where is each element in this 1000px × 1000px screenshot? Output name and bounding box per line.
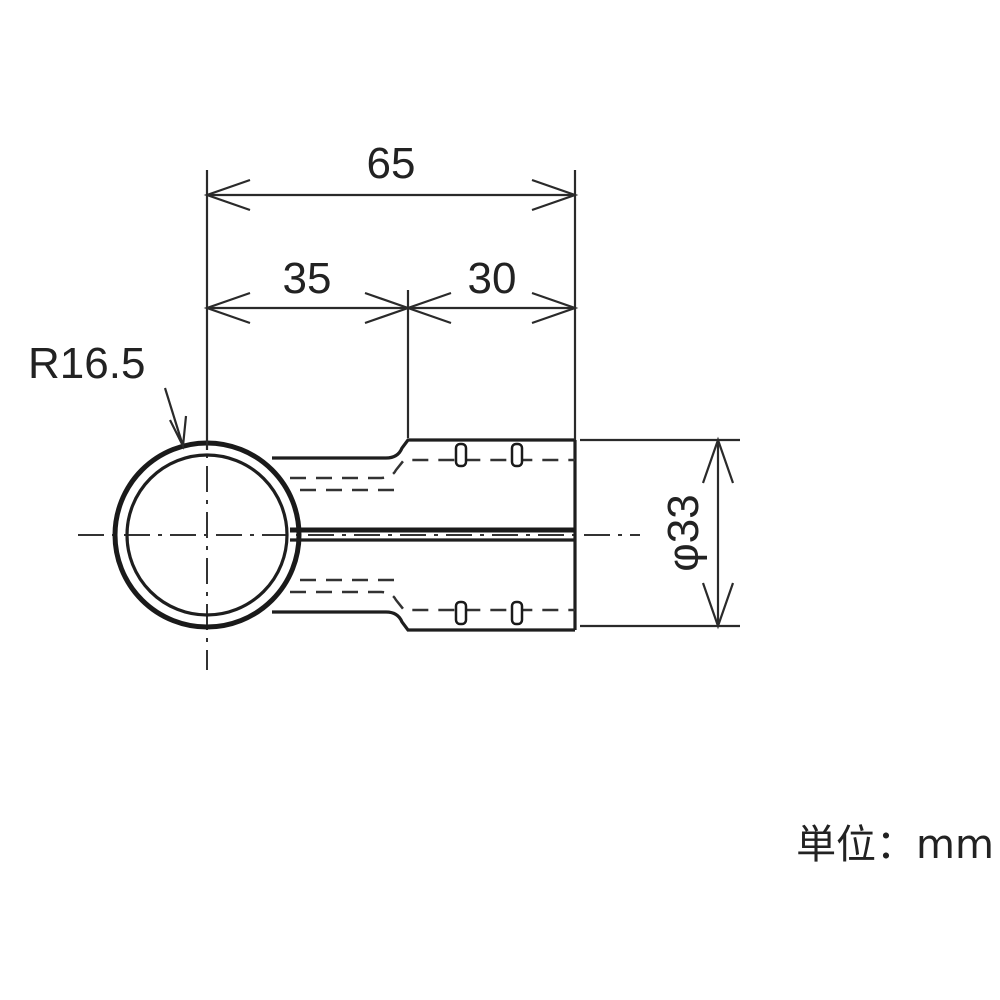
hidden-lines — [290, 458, 575, 612]
dimension-35-label: 35 — [283, 254, 332, 303]
extension-lines — [205, 170, 740, 628]
dimension-30-label: 30 — [468, 254, 517, 303]
dimension-35: 35 — [203, 254, 412, 325]
dimension-65: 65 — [203, 139, 579, 212]
radius-label: R16.5 — [28, 339, 145, 388]
dimension-30: 30 — [404, 254, 579, 325]
slots — [454, 442, 524, 626]
unit-label: 単位：mm — [796, 822, 994, 868]
dimension-diameter-label: φ33 — [659, 494, 708, 571]
dimension-65-label: 65 — [367, 139, 416, 188]
dimension-diameter: φ33 — [659, 436, 735, 630]
pipe-body — [272, 438, 577, 632]
radius-callout: R16.5 — [28, 339, 188, 450]
